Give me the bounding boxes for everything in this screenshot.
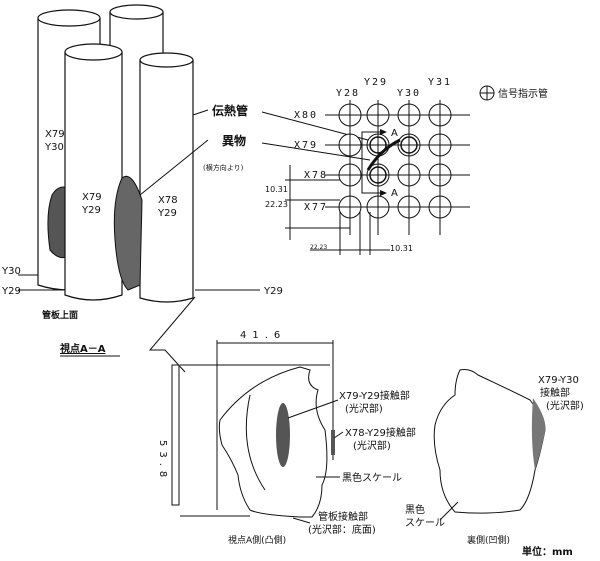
tube-label: X79	[82, 192, 102, 203]
foreign-object-label: 異物	[222, 133, 246, 148]
section-marker-bottom: A	[391, 188, 398, 199]
tube-label: X79	[45, 129, 65, 140]
row-label: Y30	[1, 266, 21, 277]
black-scale-label: 黒色スケール	[342, 471, 402, 484]
signal-tube-marker	[369, 166, 387, 184]
tube-top	[64, 43, 123, 61]
signal-tube-marker	[369, 136, 387, 154]
contact2-label: X78-Y29接触部	[345, 426, 416, 439]
row-label: X80	[294, 110, 318, 121]
leader	[139, 139, 209, 196]
grid-labels: Y28 Y29 Y30 Y31 X80 X79 X78 X77 A A 信号指示…	[265, 77, 548, 253]
column-label: Y31	[428, 77, 452, 88]
contact1-sub: (光沢部)	[345, 402, 383, 415]
row-label: Y29	[1, 286, 21, 297]
view-arrow	[148, 296, 196, 373]
from-side-label: (横方向より)	[203, 163, 244, 172]
row-label: X77	[304, 202, 328, 213]
tube-label: Y30	[44, 142, 64, 153]
back-contact-label: (光沢部)	[546, 399, 584, 412]
dimension-label: 10.31	[390, 244, 413, 253]
back-caption: 裏側(凹側)	[467, 534, 510, 546]
row-label: Y29	[263, 286, 283, 297]
column-label: Y28	[336, 88, 360, 99]
section-title: 視点A－A	[59, 342, 106, 355]
tube-x78-y29	[139, 60, 194, 303]
foreign-object-arrow	[261, 142, 371, 161]
contact-area-x79-y29	[276, 403, 290, 467]
foreign-object	[113, 175, 143, 291]
tube-label: Y29	[81, 205, 101, 216]
contact2-sub: (光沢部)	[353, 439, 391, 452]
unit-label: 単位：mm	[522, 545, 573, 558]
tube-top	[37, 9, 101, 27]
row-label: X78	[304, 170, 328, 181]
row-label: X79	[294, 140, 318, 151]
contact-area-x78-y29	[331, 430, 335, 455]
tube-grid	[285, 100, 470, 255]
signal-tube-marker	[400, 136, 418, 154]
tube-top	[109, 4, 164, 20]
section-view: 視点A－A 53.8 41.6 X79-Y29接触部 (光沢部) X78-Y29…	[59, 296, 584, 558]
leader	[192, 109, 209, 116]
tube-label: X78	[158, 195, 178, 206]
back-black-scale: スケール	[405, 517, 445, 529]
fragment-back	[433, 369, 546, 514]
contact1-label: X79-Y29接触部	[339, 389, 410, 402]
height-dim-bar	[171, 364, 180, 506]
tube-x79-y29	[64, 52, 123, 301]
column-label: Y30	[397, 88, 421, 99]
width-dimension: 41.6	[240, 330, 286, 341]
dimension-label: 22.23	[265, 200, 288, 209]
back-black-scale: 黒色	[405, 503, 425, 516]
heat-tube-label: 伝熱管	[212, 103, 248, 118]
dimension-label: 22.23	[310, 244, 327, 251]
dimension-label: 10.31	[265, 185, 288, 194]
legend-label: 信号指示管	[498, 87, 548, 100]
contact-area-x79-y30	[531, 398, 546, 470]
tube-view: X79 Y30 X79 Y29 X78 Y29 Y30 Y29 Y29 管板上面…	[1, 4, 371, 321]
back-contact-label: X79-Y30	[538, 375, 579, 386]
front-caption: 視点A側(凸側)	[228, 534, 286, 546]
tubesheet-contact-sub: (光沢部：底面)	[308, 523, 376, 536]
section-marker-top: A	[391, 128, 398, 139]
foreign-object-trace	[366, 138, 401, 171]
fragment-line	[245, 394, 266, 491]
tubesheet-top-label: 管板上面	[42, 309, 78, 321]
tubesheet-contact-label: 管板接触部	[318, 510, 368, 523]
height-dimension: 53.8	[157, 440, 168, 482]
fragment-front	[218, 366, 328, 518]
column-label: Y29	[364, 77, 388, 88]
section-line	[361, 131, 385, 194]
tube-top	[139, 52, 194, 68]
back-contact-label: 接触部	[540, 386, 570, 399]
tube-label: Y29	[157, 208, 177, 219]
